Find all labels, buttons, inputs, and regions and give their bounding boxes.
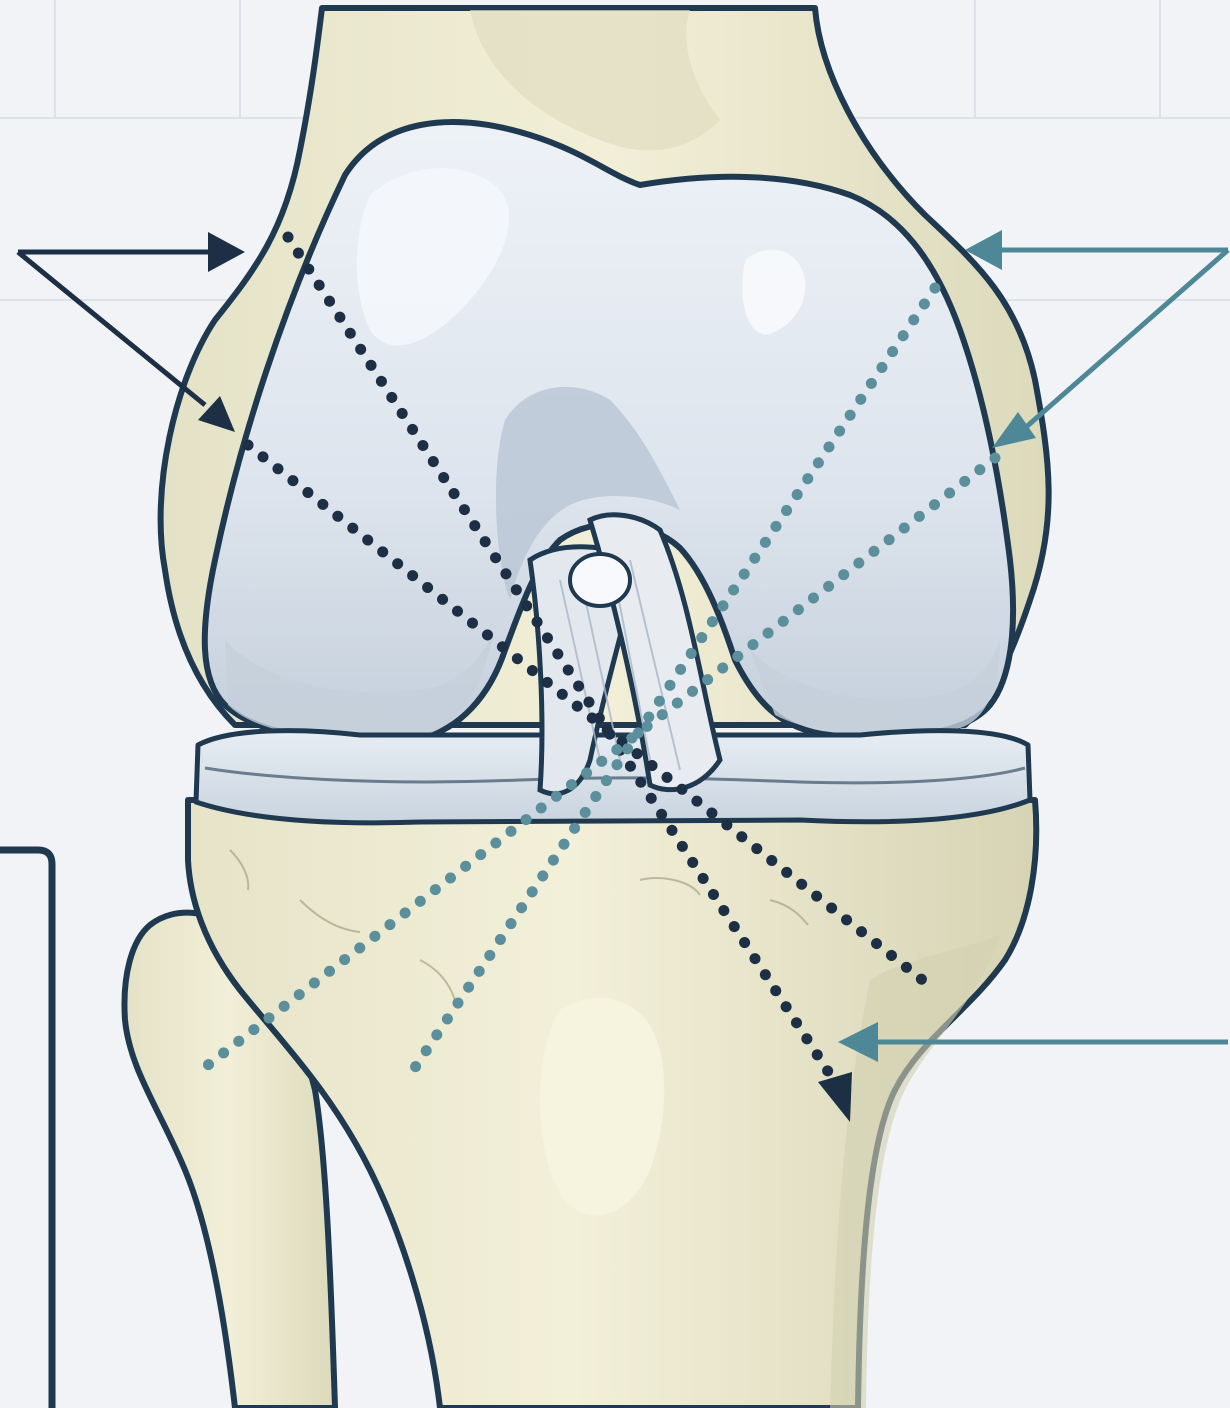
right-middle-callout	[1025, 250, 1228, 428]
left-callout-arrows	[18, 252, 210, 405]
left-upper-arrowhead	[208, 232, 245, 272]
left-lower-callout	[18, 252, 205, 405]
side-panel-frame	[0, 850, 52, 1408]
